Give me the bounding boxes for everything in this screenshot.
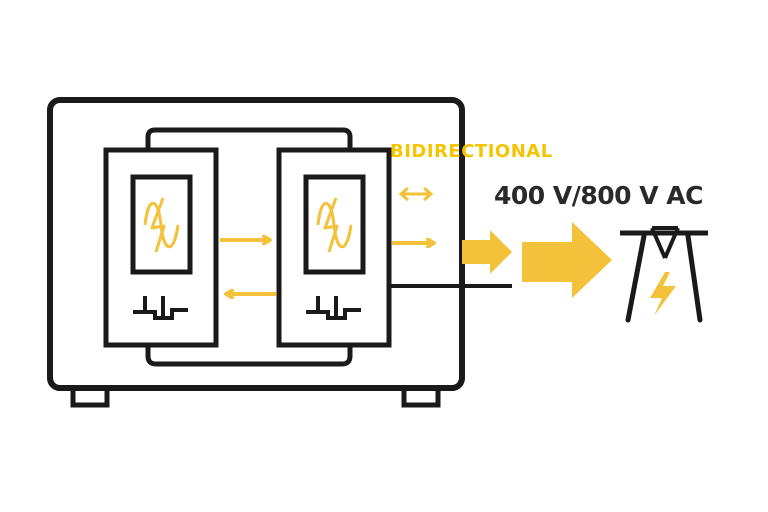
cabinet-foot-right: [401, 385, 441, 408]
inner-frame-top: [145, 127, 353, 150]
right-module: [276, 147, 392, 348]
double-arrow-icon: [398, 186, 434, 202]
lightning-bolt-icon: [323, 197, 339, 253]
bidirectional-label: BIDIRECTIONAL: [390, 141, 553, 162]
lightning-bolt-icon: [150, 197, 166, 253]
left-module-screen: [130, 174, 193, 275]
pulse-wave-icon: [133, 296, 188, 320]
power-tower-icon: [620, 226, 708, 323]
output-arrow-large: [522, 222, 612, 298]
pulse-wave-icon: [306, 296, 361, 320]
cabinet-foot-left: [70, 385, 110, 408]
inter-module-arrows: [220, 240, 432, 294]
output-arrow-small: [462, 230, 512, 274]
left-module: [103, 147, 219, 348]
lightning-bolt-icon: [650, 272, 676, 316]
right-module-screen: [303, 174, 366, 275]
voltage-label: 400 V/800 V AC: [494, 181, 704, 210]
inner-frame-bottom: [145, 346, 353, 367]
